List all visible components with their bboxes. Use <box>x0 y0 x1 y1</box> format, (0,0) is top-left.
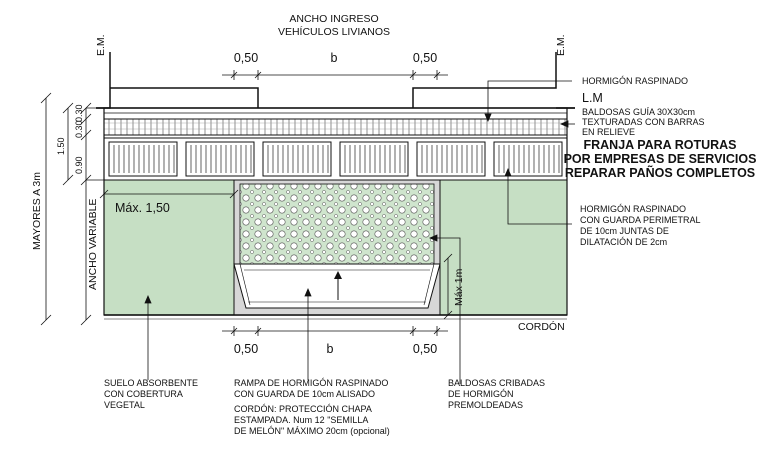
mayores-label: MAYORES A 3m <box>31 172 43 250</box>
max-1m-dimension <box>443 253 453 320</box>
baldosas-cribadas-line-3: PREMOLDEADAS <box>448 400 523 410</box>
baldosas-guia-line-2: TEXTURADAS CON BARRAS <box>582 117 705 127</box>
cordon-protection-line-1: CORDÓN: PROTECCIÓN CHAPA <box>234 404 372 414</box>
vegetation-right <box>440 180 567 315</box>
franja-line-2: POR EMPRESAS DE SERVICIOS <box>564 152 757 166</box>
lm-label: L.M <box>582 91 603 105</box>
tactile-guide-strip <box>103 118 568 136</box>
service-break-strip <box>103 137 568 181</box>
hg-perimetral-line-4: DILATACIÓN DE 2cm <box>580 237 667 247</box>
vegetation-left <box>104 180 234 315</box>
suelo-line-2: CON COBERTURA <box>104 389 183 399</box>
top-dim-left: 0,50 <box>234 51 258 65</box>
dim-090-label: 0.90 <box>74 156 84 174</box>
em-right-label: E.M. <box>555 34 567 56</box>
dim-030-b-label: 0.30 <box>74 120 84 138</box>
top-dim-center: b <box>331 51 338 65</box>
bottom-dim-center: b <box>327 342 334 356</box>
service-panel <box>185 141 255 177</box>
em-left-label: E.M. <box>95 34 107 56</box>
suelo-line-3: VEGETAL <box>104 400 145 410</box>
bottom-dim-right: 0,50 <box>413 342 437 356</box>
service-panel <box>262 141 332 177</box>
max-150-dimension <box>99 189 239 199</box>
suelo-line-1: SUELO ABSORBENTE <box>104 378 198 388</box>
bottom-dimension-line <box>222 326 448 336</box>
service-panel <box>339 141 409 177</box>
baldosas-guia-line-3: EN RELIEVE <box>582 127 635 137</box>
ramp-hatch <box>239 263 435 306</box>
service-panel <box>416 141 486 177</box>
hg-perimetral-line-1: HORMIGÓN RASPINADO <box>580 204 686 214</box>
top-dimension-line <box>222 70 448 80</box>
service-panel <box>108 141 178 177</box>
cordon-protection-line-3: DE MELÓN" MÁXIMO 20cm (opcional) <box>234 426 390 436</box>
bottom-dim-left: 0,50 <box>234 342 258 356</box>
dim-030-a-label: 0.30 <box>74 104 84 122</box>
hg-perimetral-line-3: DE 10cm JUNTAS DE <box>580 226 669 236</box>
rampa-line-2: CON GUARDA DE 10cm ALISADO <box>234 389 375 399</box>
cordon-protection-line-2: ESTAMPADA. Num 12 "SEMILLA <box>234 415 368 425</box>
title-line-2: VEHÍCULOS LIVIANOS <box>278 25 390 38</box>
baldosas-cribadas-line-2: DE HORMIGÓN <box>448 389 514 399</box>
title-line-1: ANCHO INGRESO <box>289 13 378 25</box>
dim-150-label: 1.50 <box>56 137 66 155</box>
ancho-variable-label: ANCHO VARIABLE <box>87 199 99 290</box>
hg-perimetral-line-2: CON GUARDA PERIMETRAL <box>580 215 701 225</box>
baldosas-guia-line-1: BALDOSAS GUÍA 30X30cm <box>582 107 695 117</box>
leader-lines <box>144 80 575 384</box>
top-dim-right: 0,50 <box>413 51 437 65</box>
franja-line-3: REPARAR PAÑOS COMPLETOS <box>565 165 755 180</box>
max-150-label: Máx. 1,50 <box>115 201 170 215</box>
left-dimension-lines <box>40 92 104 326</box>
rampa-line-1: RAMPA DE HORMIGÓN RASPINADO <box>234 378 388 388</box>
hormigon-raspinado-label: HORMIGÓN RASPINADO <box>582 76 688 86</box>
max-1m-label: Máx 1m <box>453 268 465 306</box>
baldosas-cribadas-line-1: BALDOSAS CRIBADAS <box>448 378 545 388</box>
ramp-arrow-head <box>334 271 342 279</box>
grass-pavers <box>239 183 435 265</box>
ramp <box>233 263 441 309</box>
service-panel <box>493 141 563 177</box>
cordon-label: CORDÓN <box>518 320 565 333</box>
franja-line-1: FRANJA PARA ROTURAS <box>583 138 736 152</box>
